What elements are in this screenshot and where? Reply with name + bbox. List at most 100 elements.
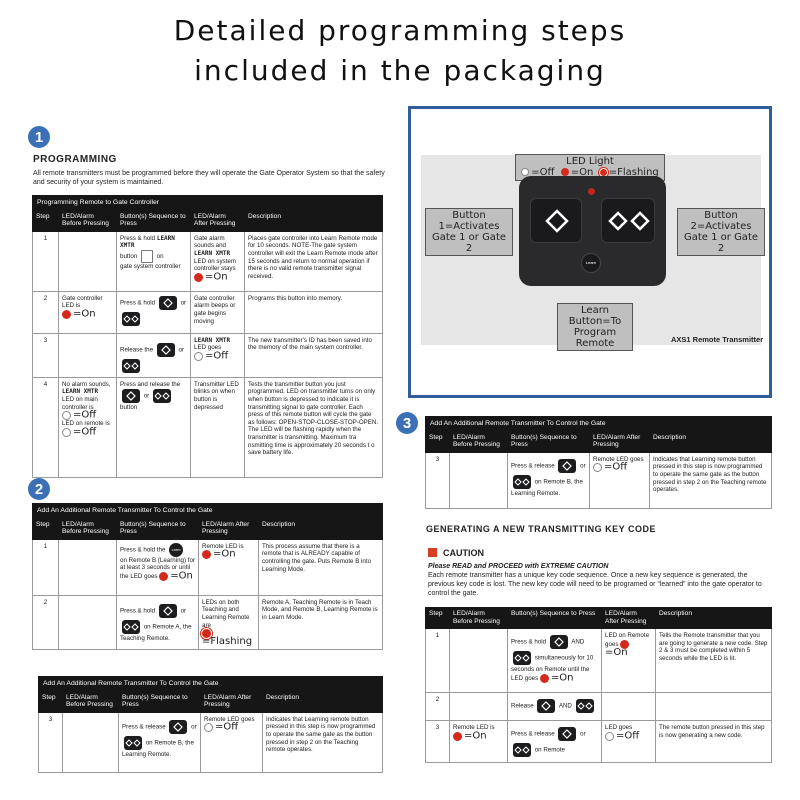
headline-line-2: included in the packaging: [194, 54, 606, 87]
step-number: 3: [425, 451, 450, 509]
remote-led-icon: [588, 188, 595, 195]
button-2-icon: [124, 735, 142, 750]
led-on-icon: [539, 673, 549, 683]
table-caption: Add An Additional Remote Transmitter To …: [38, 676, 383, 692]
led-state: =Off: [604, 462, 628, 474]
button-2-icon: [122, 311, 140, 326]
led-state: =On: [73, 308, 96, 320]
col-header-after: LED/Alarm After Pressing: [589, 430, 650, 453]
programming-heading: PROGRAMMING: [33, 154, 117, 165]
button-1-icon: [122, 389, 140, 404]
button-1-icon: [549, 635, 568, 650]
col-header-step: Step: [38, 690, 63, 713]
headline-line-1: Detailed programming steps: [173, 14, 627, 47]
after-cell: Remote LED is =On: [198, 538, 259, 596]
led-off-icon: [521, 168, 530, 176]
double-diamond-icon: [608, 211, 650, 231]
col-header-after: LED/Alarm After Pressing: [200, 690, 263, 713]
button-1-icon: [156, 342, 175, 357]
col-header-before: LED/Alarm Before Pressing: [449, 606, 508, 630]
led-on-icon: [62, 309, 71, 319]
sequence-text: simultaneously for 10 seconds on Remote …: [511, 654, 594, 682]
step-badge-3: 3: [396, 412, 418, 434]
col-header-description: Description: [655, 606, 772, 630]
led-off-icon: [204, 723, 213, 733]
step-number: 1: [32, 538, 59, 596]
before-cell: [449, 628, 508, 694]
col-header-sequence: Button(s) Sequence to Press: [116, 517, 199, 540]
after-cell: LEDs on both Teaching and Learning Remot…: [198, 594, 259, 651]
sequence-cell: Press & release or on Remote: [507, 720, 602, 764]
legend-flash: =Flashing: [599, 167, 659, 178]
led-on-icon: [560, 168, 569, 176]
after-text: LED goes: [194, 344, 222, 352]
led-state: =On: [205, 271, 228, 283]
table-row: 4 No alarm sounds, LEARN XMTR LED on mai…: [32, 376, 383, 478]
legend-off: =Off: [521, 167, 554, 178]
legend-off-text: =Off: [531, 167, 555, 178]
caution-subtitle: Please READ and PROCEED with EXTREME CAU…: [428, 563, 609, 570]
led-state: =On: [170, 570, 193, 582]
sequence-text: or: [191, 723, 197, 731]
step-badge-2: 2: [28, 478, 50, 500]
sequence-cell: Press & hold AND simultaneously for 10 s…: [507, 628, 602, 694]
step-number: 2: [32, 290, 59, 334]
step-badge-1: 1: [28, 126, 50, 148]
sequence-text: or: [580, 730, 586, 738]
keycode-heading: GENERATING A NEW TRANSMITTING KEY CODE: [426, 524, 657, 534]
callout-button-2: Button 2=Activates Gate 1 or Gate 2: [677, 208, 765, 256]
before-cell: [449, 692, 508, 722]
sequence-text: or: [180, 299, 187, 307]
before-text: Gate controller LED is: [62, 294, 103, 310]
sequence-text: Press and release the: [120, 380, 181, 388]
led-state: =Off: [73, 426, 97, 438]
description-cell: This process assume that there is a remo…: [258, 538, 383, 596]
step-number: 3: [38, 711, 63, 773]
col-header-before: LED/Alarm Before Pressing: [58, 517, 117, 540]
sequence-cell: Press & release or on Remote B, the Lear…: [507, 451, 590, 509]
sequence-text: Release: [511, 702, 534, 710]
after-text: Gate alarm sounds and: [194, 234, 226, 250]
sequence-text: Release the: [120, 346, 154, 354]
led-on-icon: [159, 571, 169, 581]
description-cell: Tells the Remote transmitter that you ar…: [655, 628, 772, 694]
step-number: 2: [425, 692, 450, 722]
before-text: LED on remote is: [62, 420, 110, 428]
table-row: 3 Press & release or on Remote B, the Le…: [425, 451, 772, 509]
led-state: =Off: [215, 722, 239, 734]
sequence-cell: Release AND: [507, 692, 602, 722]
before-text: Remote LED is: [453, 724, 495, 732]
sequence-cell: Press & hold the Learn on Remote B (Lear…: [116, 538, 199, 596]
table-caption: Add An Additional Remote Transmitter To …: [32, 503, 383, 519]
led-off-icon: [62, 411, 71, 421]
description-cell: Tests the transmitter button you just pr…: [244, 376, 383, 478]
sequence-text: Press & hold: [120, 607, 156, 615]
led-off-icon: [593, 463, 602, 473]
button-2-icon: [122, 358, 140, 373]
step-number: 1: [32, 230, 59, 292]
led-state: =On: [464, 730, 487, 742]
button-1-icon: [558, 727, 577, 742]
col-header-description: Description: [262, 690, 383, 713]
button-2-icon: [575, 699, 594, 714]
legend-on-text: =On: [570, 167, 594, 178]
after-text: LED goes: [605, 724, 633, 732]
led-state: =On: [605, 646, 628, 658]
before-text: No alarm sounds,: [62, 380, 111, 388]
table-row: 2 Release AND: [425, 692, 772, 722]
remote-button-1: [530, 198, 582, 243]
sequence-text: AND: [558, 702, 572, 710]
col-header-step: Step: [32, 209, 59, 232]
learn-xmtr-label: LEARN XMTR: [120, 234, 175, 250]
learn-button-icon: Learn: [169, 542, 184, 557]
col-header-description: Description: [244, 209, 383, 232]
callout-learn-button: Learn Button=To Program Remote: [557, 303, 633, 351]
legend-on: =On: [560, 167, 594, 178]
step-number: 4: [32, 376, 59, 478]
after-cell: Gate alarm sounds and LEARN XMTR LED on …: [190, 230, 245, 292]
led-on-icon: [453, 731, 462, 741]
caution-icon: [428, 548, 437, 557]
sequence-text: or: [178, 346, 185, 354]
led-state: =Off: [616, 730, 640, 742]
add-remote-table-step3: Add An Additional Remote Transmitter To …: [38, 676, 383, 773]
